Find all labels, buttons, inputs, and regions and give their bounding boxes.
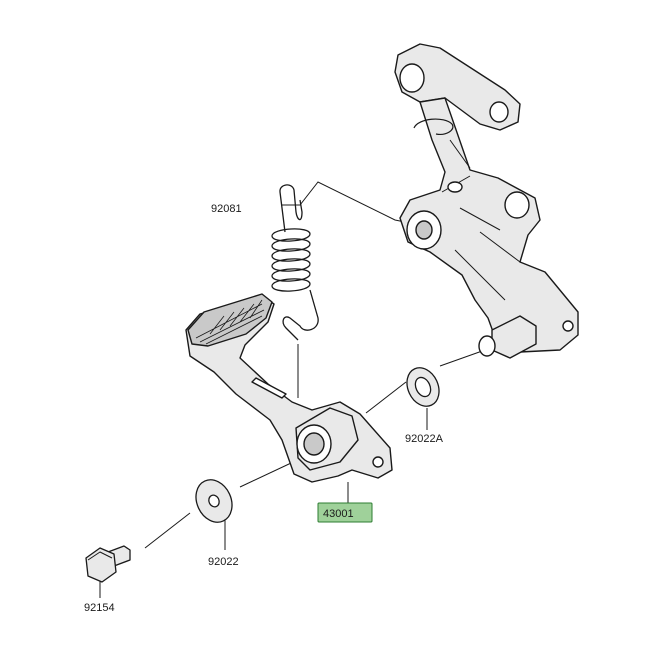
linkage-circlip (413, 118, 454, 135)
part-label-92022[interactable]: 92022 (208, 556, 239, 568)
linkage-top-arm (394, 43, 521, 131)
part-highlight-box-43001 (317, 502, 373, 523)
part-label-92022A[interactable]: 92022A (405, 433, 444, 445)
spring-coils (271, 228, 311, 292)
part-label-92154[interactable]: 92154 (84, 602, 115, 614)
leader-92081 (282, 181, 421, 226)
linkage-top-pivot-hole (399, 63, 425, 93)
washer-92022 (195, 479, 233, 523)
part-label-43001[interactable]: 43001 (323, 508, 354, 520)
pedal-rod-hole (372, 456, 384, 468)
pedal-tread-grid (195, 299, 265, 345)
linkage-lower-pivot-inner (415, 220, 433, 240)
linkage-assembly (394, 43, 579, 359)
leader-92022A-pedal (365, 381, 407, 414)
linkage-arm-end-hole (489, 101, 509, 123)
spring-top-hook (279, 184, 303, 233)
leader-92022A-pivot (439, 349, 486, 367)
linkage-side-boss (504, 191, 530, 219)
linkage-small-boss (447, 181, 463, 193)
brake-pedal (185, 293, 393, 483)
washer-92022A (406, 367, 440, 407)
leader-washer-bolt (144, 512, 191, 549)
bolt-hex-head (85, 547, 117, 583)
bolt-head-flange (87, 551, 113, 561)
pedal-tread-pad (187, 293, 273, 347)
pedal-arm-slot (251, 377, 287, 399)
pedal-pivot-bore-inner (303, 432, 325, 456)
linkage-mount-hole (562, 320, 574, 332)
pivot-shaft-end (478, 335, 496, 357)
washer-92022-hole (208, 494, 220, 508)
washer-92022A-hole (414, 376, 432, 398)
bolt-92154 (85, 545, 131, 583)
part-label-92081[interactable]: 92081 (211, 203, 242, 215)
return-spring (271, 184, 319, 341)
spring-bottom-hook (282, 289, 319, 341)
